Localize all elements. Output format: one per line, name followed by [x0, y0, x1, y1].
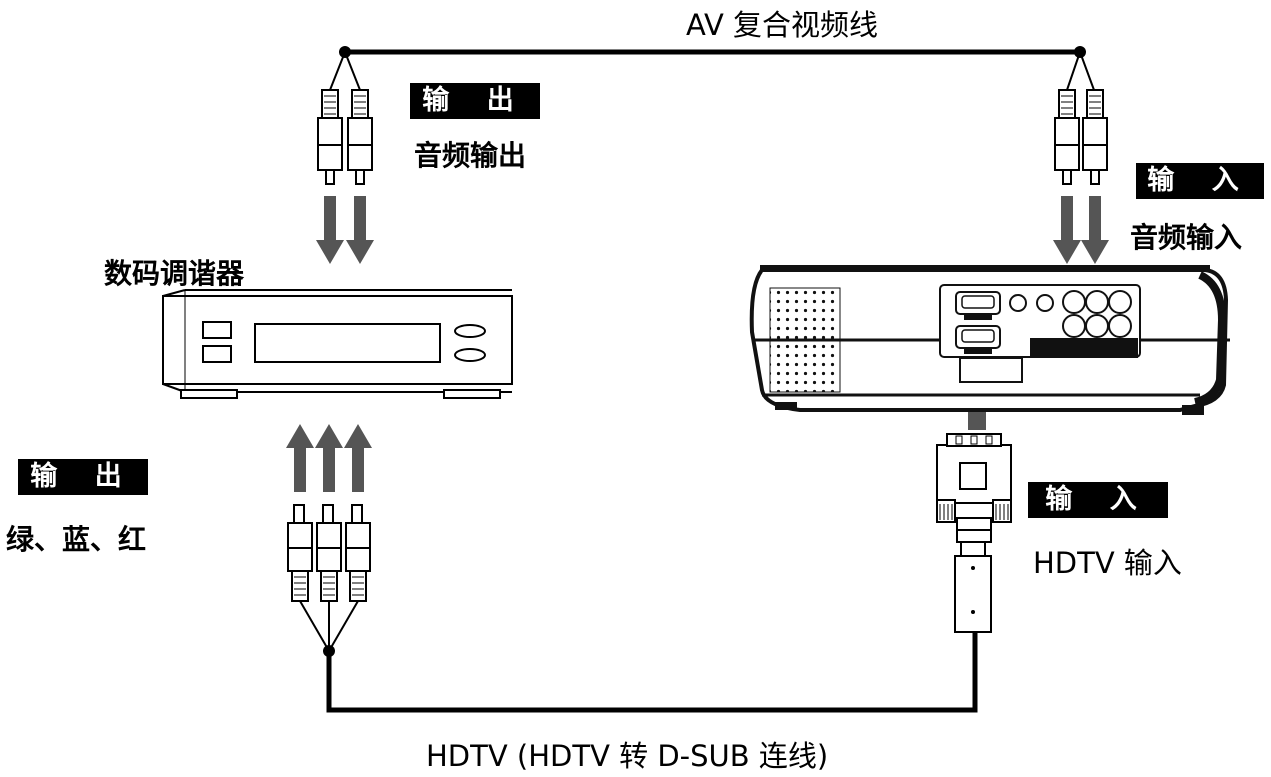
rca-plug-left-1: [317, 89, 343, 185]
hdtv-cable: [299, 600, 978, 713]
input-badge-top: 输 入: [1136, 163, 1264, 199]
tuner-label: 数码调谐器: [104, 257, 245, 290]
output-badge-top: 输 出: [410, 83, 540, 119]
component-plug-red: [345, 504, 371, 602]
arrow-component-to-tuner: [286, 424, 372, 492]
arrow-audio-to-projector: [1053, 196, 1109, 264]
dsub-connector: [936, 433, 1012, 633]
component-colors-label: 绿、蓝、红: [6, 523, 147, 556]
projector-device: [749, 265, 1230, 415]
hdtv-input-label: HDTV 输入: [1033, 546, 1182, 580]
input-badge-right: 输 入: [1028, 482, 1168, 518]
rca-plug-right-2: [1082, 89, 1108, 185]
component-plug-green: [287, 504, 313, 602]
rca-plug-left-2: [347, 89, 373, 185]
output-badge-left: 输 出: [18, 459, 148, 495]
audio-output-label: 音频输出: [414, 139, 527, 172]
component-plug-blue: [316, 504, 342, 602]
hdtv-cable-label: HDTV (HDTV 转 D-SUB 连线): [426, 739, 829, 773]
audio-input-label: 音频输入: [1130, 221, 1243, 254]
digital-tuner-device: [162, 289, 513, 399]
av-cable-label: AV 复合视频线: [686, 8, 879, 42]
rca-plug-right-1: [1054, 89, 1080, 185]
arrow-audio-to-tuner: [316, 196, 374, 264]
av-composite-cable: [329, 46, 1095, 91]
